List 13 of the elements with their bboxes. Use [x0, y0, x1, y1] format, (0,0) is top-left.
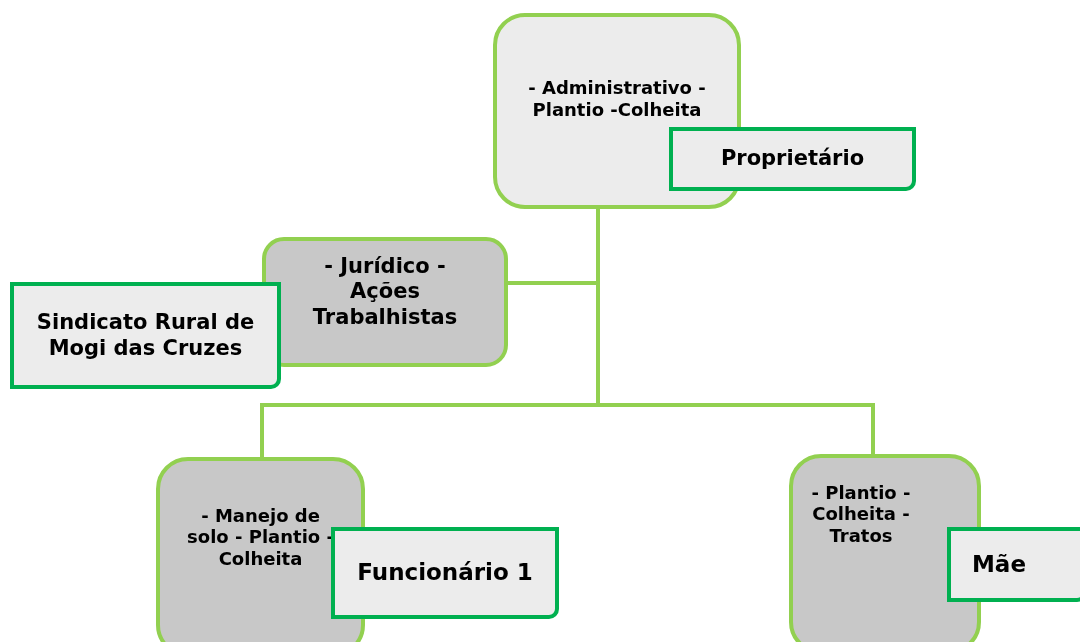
role-name: Mãe [972, 550, 1026, 579]
task-list: - Plantio -Colheita - Tratos [786, 481, 936, 547]
name-box [669, 127, 916, 191]
name-box [10, 282, 281, 389]
name-box [331, 527, 559, 619]
role-name: Sindicato Rural de Mogi das Cruzes [35, 310, 256, 361]
role-name: Proprietário [720, 146, 865, 172]
role-name: Funcionário 1 [357, 559, 533, 587]
connector-line [596, 209, 875, 454]
role-box [262, 237, 508, 367]
name-box [947, 527, 1080, 602]
task-list: - Administrativo - Plantio -Colheita [522, 77, 712, 121]
task-list: - Jurídico - Ações Trabalhistas [295, 254, 475, 330]
